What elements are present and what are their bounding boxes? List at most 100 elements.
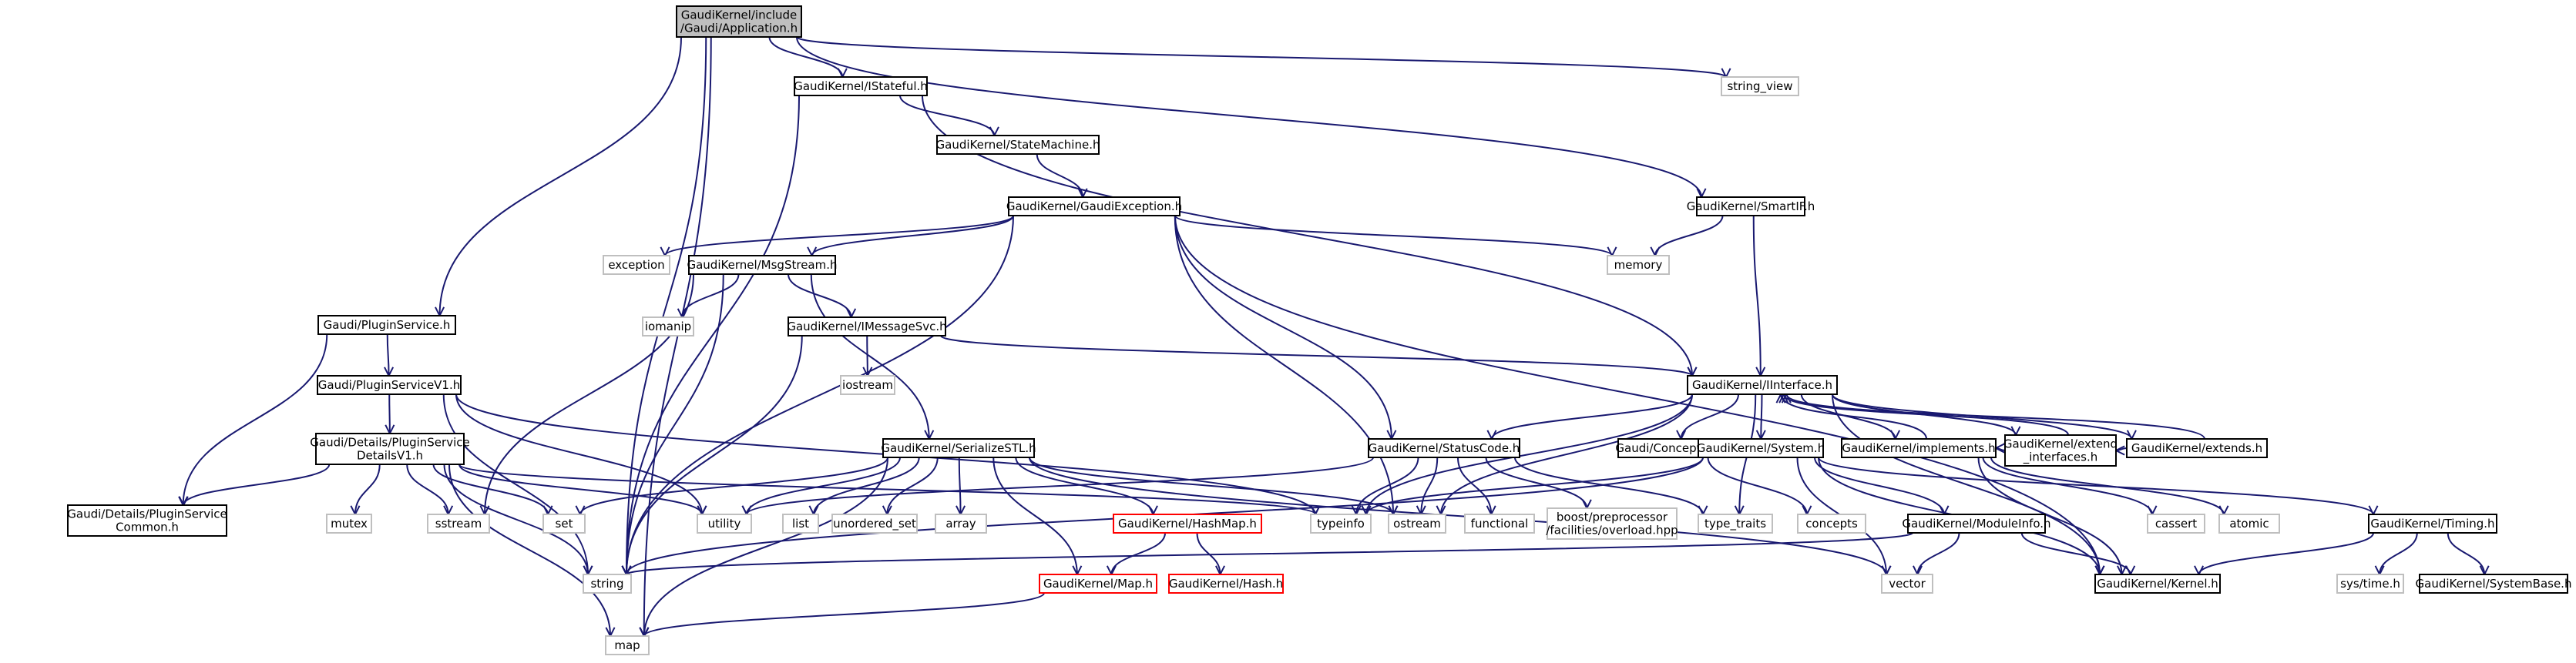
node-gaudikernel-hash-h[interactable]: GaudiKernel/Hash.h	[1168, 574, 1284, 594]
edge-n0-to-n5	[796, 36, 1701, 197]
edge-n14-to-n46	[1832, 393, 2100, 574]
node-label: boost/preprocessor	[1557, 511, 1668, 524]
node-string[interactable]: string	[583, 574, 632, 594]
edge-n5-to-n14	[1752, 215, 1761, 376]
node-box	[1464, 514, 1535, 534]
node-label: type_traits	[1704, 517, 1766, 531]
node-vector[interactable]: vector	[1881, 574, 1933, 594]
node-label: map	[614, 638, 640, 652]
node-boost-preprocessor-facilities-overload-hpp[interactable]: boost/preprocessor/facilities/overload.h…	[1546, 507, 1678, 540]
edge-n17-to-n32	[1356, 457, 1419, 514]
node-gaudikernel-systembase-h[interactable]: GaudiKernel/SystemBase.h	[2416, 574, 2572, 594]
node-gaudikernel-iinterface-h[interactable]: GaudiKernel/IInterface.h	[1687, 375, 1838, 395]
node-atomic[interactable]: atomic	[2218, 514, 2280, 534]
edge-n9-to-n23	[183, 333, 328, 505]
node-memory[interactable]: memory	[1607, 255, 1670, 275]
node-box	[840, 375, 895, 395]
node-gaudikernel-timing-h[interactable]: GaudiKernel/Timing.h	[2368, 514, 2497, 534]
edge-n11-to-n42	[626, 335, 803, 574]
edge-n1-to-n42	[626, 95, 800, 574]
edge-n0-to-n42	[626, 36, 707, 574]
node-unordered-set[interactable]: unordered_set	[831, 514, 918, 534]
node-gaudikernel-system-h[interactable]: GaudiKernel/System.h	[1697, 438, 1825, 458]
node-gaudi-pluginservicev1-h[interactable]: Gaudi/PluginServiceV1.h	[317, 375, 462, 395]
edge-n20-to-n14	[1781, 394, 1927, 440]
edge-n15-to-n24	[355, 464, 381, 514]
node-exception[interactable]: exception	[603, 255, 670, 275]
node-functional[interactable]: functional	[1464, 514, 1535, 534]
edge-n14-to-n17	[1492, 393, 1693, 439]
edge-n4-to-n6	[665, 215, 1014, 256]
edge-n15-to-n32	[458, 464, 1315, 514]
node-mutex[interactable]: mutex	[326, 514, 372, 534]
edge-n38-to-n46	[2020, 532, 2131, 574]
node-set[interactable]: set	[542, 514, 586, 534]
node-cassert[interactable]: cassert	[2147, 514, 2205, 534]
node-gaudikernel-moduleinfo-h[interactable]: GaudiKernel/ModuleInfo.h	[1902, 514, 2051, 534]
edge-n17-to-n36	[1514, 457, 1703, 514]
node-label: GaudiKernel/include	[681, 8, 798, 22]
node-array[interactable]: array	[935, 514, 987, 534]
node-label: Gaudi/PluginService.h	[324, 318, 451, 332]
node-gaudikernel-extend-interfaces-h[interactable]: GaudiKernel/extend_interfaces.h	[2003, 434, 2118, 467]
node-gaudi-concepts-h[interactable]: Gaudi/Concepts.h	[1615, 438, 1718, 458]
node-sys-time-h[interactable]: sys/time.h	[2336, 574, 2404, 594]
node-gaudikernel-include-gaudi-application-h[interactable]: GaudiKernel/include/Gaudi/Application.h	[676, 5, 802, 38]
edge-n16-to-n27	[747, 457, 901, 514]
node-label: GaudiKernel/ModuleInfo.h	[1902, 517, 2050, 531]
node-label: Gaudi/Concepts.h	[1615, 441, 1718, 455]
node-gaudikernel-kernel-h[interactable]: GaudiKernel/Kernel.h	[2094, 574, 2221, 594]
node-label: GaudiKernel/System.h	[1697, 441, 1825, 455]
node-label: GaudiKernel/StatusCode.h	[1369, 441, 1520, 455]
node-list[interactable]: list	[782, 514, 819, 534]
node-gaudikernel-hashmap-h[interactable]: GaudiKernel/HashMap.h	[1113, 514, 1262, 534]
edge-n19-to-n38	[1814, 457, 1944, 514]
node-gaudikernel-map-h[interactable]: GaudiKernel/Map.h	[1039, 574, 1157, 594]
node-iomanip[interactable]: iomanip	[642, 316, 694, 337]
node-gaudikernel-imessagesvc-h[interactable]: GaudiKernel/IMessageSvc.h	[787, 316, 947, 337]
node-string-view[interactable]: string_view	[1721, 76, 1799, 96]
edge-n15-to-n26	[432, 464, 549, 514]
edge-n0-to-n2	[796, 36, 1726, 77]
node-map[interactable]: map	[605, 635, 650, 655]
edge-n4-to-n7	[812, 215, 1014, 256]
node-gaudikernel-implements-h[interactable]: GaudiKernel/implements.h	[1841, 438, 1997, 458]
node-box	[936, 135, 1100, 155]
node-gaudikernel-serializestl-h[interactable]: GaudiKernel/SerializeSTL.h	[881, 438, 1036, 458]
node-gaudikernel-msgstream-h[interactable]: GaudiKernel/MsgStream.h	[687, 255, 838, 275]
node-label: GaudiKernel/IMessageSvc.h	[787, 320, 946, 333]
node-type-traits[interactable]: type_traits	[1698, 514, 1773, 534]
node-box	[1388, 514, 1446, 534]
node-box	[1698, 514, 1773, 534]
node-gaudikernel-extends-h[interactable]: GaudiKernel/extends.h	[2126, 438, 2268, 458]
edge-n7-to-n42	[626, 273, 724, 574]
node-box	[831, 514, 918, 534]
node-typeinfo[interactable]: typeinfo	[1310, 514, 1372, 534]
node-gaudikernel-statemachine-h[interactable]: GaudiKernel/StateMachine.h	[936, 135, 1100, 155]
node-label: GaudiKernel/Hash.h	[1169, 577, 1283, 591]
node-utility[interactable]: utility	[697, 514, 752, 534]
edge-n41-to-n47	[2380, 532, 2418, 574]
node-gaudikernel-smartif-h[interactable]: GaudiKernel/SmartIF.h	[1687, 196, 1815, 216]
node-label: GaudiKernel/StateMachine.h	[936, 138, 1100, 152]
edge-n4-to-n42	[626, 215, 1014, 574]
node-box	[603, 255, 670, 275]
node-gaudi-pluginservice-h[interactable]: Gaudi/PluginService.h	[317, 315, 456, 335]
node-concepts[interactable]: concepts	[1797, 514, 1866, 534]
node-box	[317, 315, 456, 335]
node-gaudikernel-istateful-h[interactable]: GaudiKernel/IStateful.h	[794, 76, 928, 96]
node-iostream[interactable]: iostream	[840, 375, 895, 395]
edge-n20-to-n39	[1982, 457, 2153, 514]
node-box	[1168, 574, 1284, 594]
node-label: concepts	[1805, 517, 1858, 531]
edge-n16-to-n43	[992, 457, 1077, 574]
node-ostream[interactable]: ostream	[1388, 514, 1446, 534]
node-sstream[interactable]: sstream	[427, 514, 490, 534]
node-box	[1841, 438, 1997, 458]
node-label: sys/time.h	[2340, 577, 2400, 591]
node-gaudikernel-statuscode-h[interactable]: GaudiKernel/StatusCode.h	[1368, 438, 1520, 458]
node-gaudikernel-gaudiexception-h[interactable]: GaudiKernel/GaudiException.h	[1006, 196, 1182, 216]
